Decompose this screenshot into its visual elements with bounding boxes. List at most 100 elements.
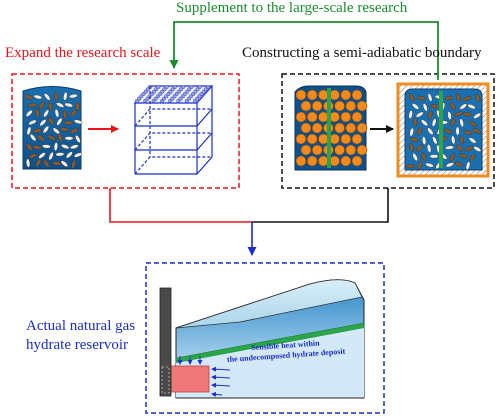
grain bbox=[467, 104, 476, 110]
grain bbox=[422, 103, 428, 112]
grain bbox=[430, 103, 439, 109]
grain bbox=[425, 162, 434, 168]
grain bbox=[455, 126, 460, 136]
grain bbox=[73, 119, 83, 125]
sphere bbox=[340, 133, 352, 145]
mesh-node bbox=[164, 84, 169, 89]
grain bbox=[422, 136, 427, 145]
grain bbox=[459, 153, 468, 159]
mesh-node bbox=[156, 84, 161, 89]
sphere bbox=[311, 100, 323, 112]
grain bbox=[32, 145, 42, 150]
sphere bbox=[334, 144, 345, 156]
sphere bbox=[351, 111, 363, 123]
grain bbox=[468, 121, 477, 127]
layered-grid-box bbox=[133, 84, 214, 175]
sphere bbox=[318, 155, 329, 167]
mesh-grid bbox=[134, 84, 210, 103]
sphere bbox=[318, 111, 329, 123]
sphere bbox=[295, 155, 307, 167]
grain bbox=[454, 111, 463, 117]
mesh-node bbox=[181, 84, 186, 89]
mesh-node bbox=[189, 84, 194, 89]
grain bbox=[409, 137, 419, 143]
grain bbox=[63, 91, 68, 101]
grain bbox=[55, 152, 65, 157]
sphere bbox=[329, 111, 340, 123]
sphere bbox=[329, 133, 340, 145]
grain bbox=[465, 161, 471, 170]
sphere bbox=[300, 100, 312, 112]
grain bbox=[42, 125, 50, 134]
reservoir-label-line2: hydrate reservoir bbox=[26, 337, 129, 353]
grain bbox=[464, 146, 473, 152]
grain bbox=[33, 128, 42, 134]
grain bbox=[409, 143, 414, 152]
grain bbox=[416, 144, 423, 152]
grain bbox=[39, 119, 47, 127]
spheres-container bbox=[294, 85, 368, 171]
grain bbox=[463, 95, 472, 102]
grain bbox=[417, 95, 426, 101]
grain bbox=[64, 120, 73, 125]
expand-label: Expand the research scale bbox=[5, 45, 161, 61]
grain bbox=[429, 154, 439, 159]
sphere bbox=[306, 133, 318, 145]
grain bbox=[449, 153, 456, 162]
grain bbox=[463, 112, 472, 117]
grain bbox=[47, 135, 56, 141]
sphere bbox=[340, 89, 352, 101]
sphere bbox=[306, 111, 318, 123]
sphere bbox=[300, 122, 312, 134]
grain bbox=[427, 127, 434, 136]
grain bbox=[408, 110, 413, 119]
reservoir-box bbox=[145, 262, 385, 414]
sphere bbox=[345, 100, 357, 112]
sphere bbox=[318, 133, 329, 145]
black-connector bbox=[252, 188, 389, 223]
heat-flow-arrows bbox=[177, 356, 231, 397]
grain bbox=[412, 152, 418, 162]
grain bbox=[431, 118, 437, 127]
grain bbox=[459, 135, 464, 145]
grain bbox=[468, 137, 477, 144]
grain bbox=[48, 101, 53, 111]
grain bbox=[421, 152, 427, 161]
sphere bbox=[356, 144, 368, 156]
mesh-node bbox=[197, 84, 202, 89]
mesh-node bbox=[205, 84, 210, 89]
green-probe-2 bbox=[439, 91, 443, 168]
grain bbox=[417, 127, 422, 136]
grain bbox=[38, 152, 46, 159]
grain bbox=[459, 103, 467, 110]
grain bbox=[65, 151, 73, 159]
grain bbox=[64, 102, 73, 108]
sphere bbox=[311, 122, 323, 134]
grain bbox=[60, 127, 69, 132]
grain bbox=[64, 136, 74, 141]
grain bbox=[472, 128, 481, 134]
grain bbox=[70, 109, 77, 117]
grain bbox=[70, 128, 79, 134]
sphere bbox=[345, 122, 357, 134]
heat-arrow bbox=[211, 382, 231, 388]
reservoir-label-line1: Actual natural gas bbox=[26, 318, 136, 334]
grain bbox=[54, 91, 59, 101]
sphere bbox=[295, 89, 307, 101]
grain bbox=[427, 93, 433, 102]
sphere bbox=[351, 155, 363, 167]
grain bbox=[463, 130, 473, 135]
grain bbox=[474, 93, 481, 102]
sphere bbox=[300, 144, 312, 156]
sphere bbox=[306, 89, 318, 101]
sphere bbox=[340, 111, 352, 123]
grain bbox=[71, 159, 76, 169]
grain bbox=[33, 94, 43, 100]
grain bbox=[28, 153, 38, 159]
grain bbox=[35, 158, 42, 167]
grain bbox=[454, 161, 464, 167]
sphere bbox=[351, 133, 363, 145]
reservoir-label: Actual natural gas hydrate reservoir bbox=[26, 317, 135, 355]
insulated-grains bbox=[406, 93, 482, 170]
grain bbox=[411, 103, 420, 110]
